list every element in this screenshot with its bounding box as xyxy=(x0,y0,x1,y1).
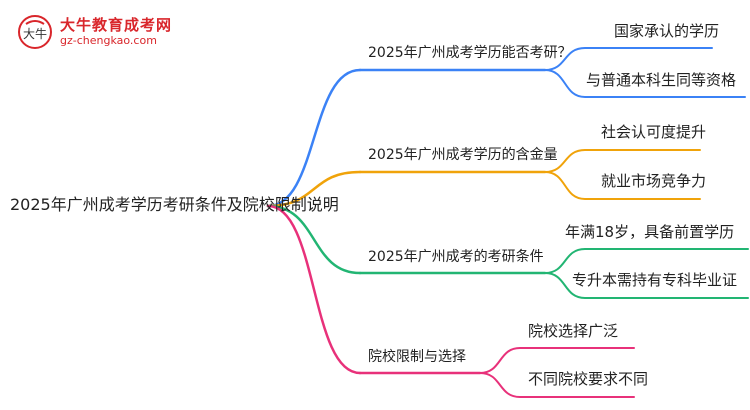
logo-url: gz-chengkao.com xyxy=(60,34,157,47)
logo-mark-text: 大牛 xyxy=(23,26,47,41)
connector-branch-4-leaf-2 xyxy=(479,372,635,398)
site-logo[interactable]: 大牛 大牛教育成考网 gz-chengkao.com xyxy=(10,12,173,52)
leaf-label-1-2: 与普通本科生同等资格 xyxy=(586,71,737,89)
connector-root-branch-3 xyxy=(266,204,362,275)
branch-label-3: 2025年广州成考的考研条件 xyxy=(368,249,544,265)
connector-branch-1-leaf-1 xyxy=(544,47,713,71)
branch-label-4: 院校限制与选择 xyxy=(368,349,466,365)
connector-branch-2-leaf-1 xyxy=(544,149,701,173)
connector-root-branch-1 xyxy=(266,68,362,208)
connector-branch-1-leaf-2 xyxy=(544,69,746,98)
branch-label-2: 2025年广州成考学历的含金量 xyxy=(368,147,558,163)
leaf-label-2-2: 就业市场竞争力 xyxy=(601,172,707,190)
leaf-label-3-1: 年满18岁，具备前置学历 xyxy=(565,223,735,241)
connector-branch-4-leaf-1 xyxy=(479,347,635,374)
leaf-label-2-1: 社会认可度提升 xyxy=(601,123,707,141)
leaf-label-3-2: 专升本需持有专科毕业证 xyxy=(572,271,738,289)
root-node-label: 2025年广州成考学历考研条件及院校限制说明 xyxy=(10,195,339,214)
branch-label-1: 2025年广州成考学历能否考研？ xyxy=(368,45,572,61)
leaf-label-1-1: 国家承认的学历 xyxy=(614,22,720,40)
logo-mark-icon: 大牛 xyxy=(18,15,52,49)
logo-title: 大牛教育成考网 xyxy=(60,16,173,34)
connector-branch-3-leaf-2 xyxy=(544,272,749,299)
connector-root-branch-4 xyxy=(266,204,362,375)
leaf-label-4-2: 不同院校要求不同 xyxy=(528,370,649,388)
connector-branch-3-leaf-1 xyxy=(544,248,749,274)
leaf-label-4-1: 院校选择广泛 xyxy=(528,322,619,340)
connector-branch-2-leaf-2 xyxy=(544,171,701,200)
connector-root-branch-2 xyxy=(266,170,362,208)
